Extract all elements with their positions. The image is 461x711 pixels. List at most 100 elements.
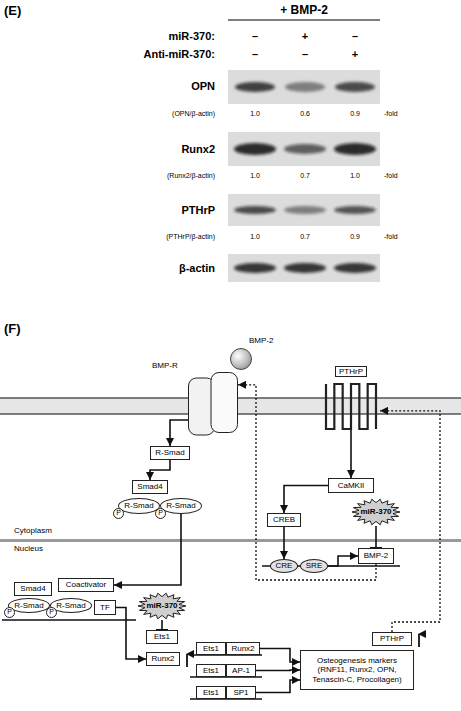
node-text: PTHrP <box>380 634 404 643</box>
process-box: Smad4 <box>132 480 168 494</box>
region-label: Nucleus <box>14 545 43 554</box>
protein-label: PTHrP <box>181 204 215 216</box>
receptor-symbol: PTHrP <box>322 366 380 430</box>
unit: -fold <box>384 172 398 180</box>
sign: – <box>302 48 308 60</box>
sign: + <box>352 48 358 60</box>
blot-actin <box>228 254 380 282</box>
ratio-label: (OPN/β-actin) <box>172 110 215 118</box>
node-text: Runx2 <box>151 654 174 663</box>
arrow-connector <box>256 680 300 693</box>
node-text: R-Smad <box>155 448 184 457</box>
node-text: CaMKII <box>338 481 365 490</box>
node-text: Smad4 <box>137 482 162 491</box>
node-text: Ets1 <box>203 666 219 675</box>
arrow-connector <box>350 430 352 478</box>
node-text: P <box>7 608 12 616</box>
receptor-symbol: BMP-R <box>188 372 238 436</box>
node-text: CRE <box>276 561 293 570</box>
treatment-bar <box>228 19 380 20</box>
node-text: Ets1 <box>203 688 219 697</box>
ratio-value: 0.6 <box>300 110 310 118</box>
ratio-value: 1.0 <box>250 233 260 241</box>
ratio-value: 0.9 <box>350 233 360 241</box>
node-text: Runx2 <box>231 644 254 653</box>
sign: – <box>252 48 258 60</box>
process-box: CREB <box>267 513 301 527</box>
node-text: P <box>49 608 54 616</box>
feedback-connector <box>380 411 440 632</box>
arrow-connector <box>328 556 358 566</box>
protein-oval: R-Smad <box>118 498 160 514</box>
node-text: SRE <box>306 561 322 570</box>
node-text: R-Smad <box>166 501 195 510</box>
inhibition-connector <box>375 526 377 548</box>
ratio-value: 1.0 <box>250 110 260 118</box>
ratio-value: 0.7 <box>300 172 310 180</box>
process-box: Ets1 <box>196 686 226 699</box>
node-text: Osteogenesis markers (RNF11, Runx2, OPN,… <box>301 654 413 686</box>
mirna-starburst: miR-370 <box>351 498 401 526</box>
sign: – <box>252 30 258 42</box>
process-box: SP1 <box>226 686 256 699</box>
node-text: Ets1 <box>154 632 170 641</box>
arrow-connector <box>283 527 285 559</box>
promoter-oval: CRE <box>270 559 298 573</box>
process-box: Coactivator <box>58 578 114 592</box>
nuclear-envelope <box>0 539 461 542</box>
node-text: TF <box>100 603 110 612</box>
protein-label: OPN <box>191 80 215 92</box>
process-box: PTHrP <box>372 632 412 646</box>
ratio-value: 0.9 <box>350 110 360 118</box>
ratio-label: (Runx2/β-actin) <box>167 172 215 180</box>
ligand-circle: BMP-2 <box>230 348 252 370</box>
node-text: R-Smad <box>56 601 85 610</box>
process-box: CaMKII <box>328 478 374 493</box>
feedback-connector <box>238 385 376 580</box>
node-text: miR-370 <box>360 507 391 516</box>
blot-opn <box>228 70 380 104</box>
ratio-value: 0.7 <box>300 233 310 241</box>
phospho-circle: P <box>155 508 166 519</box>
up-arrow <box>186 654 188 667</box>
arrow-connector <box>260 649 300 663</box>
process-box: Ets1 <box>146 630 178 644</box>
receptor-cylinders <box>188 372 238 436</box>
sign: + <box>302 30 308 42</box>
treatment-label: miR-370: <box>169 30 215 42</box>
treatment-label: + BMP-2 <box>280 4 328 17</box>
blot-pthrp <box>228 194 380 226</box>
protein-label: β-actin <box>179 262 215 274</box>
node-text: BMP-2 <box>364 551 388 560</box>
arrow-connector <box>116 608 146 660</box>
process-box: BMP-2 <box>358 548 394 564</box>
node-text: miR-370 <box>146 601 177 610</box>
node-text: AP-1 <box>232 666 250 675</box>
ratio-value: 1.0 <box>350 172 360 180</box>
arrow-connector <box>114 514 181 585</box>
process-box: Runx2 <box>146 652 180 666</box>
arrow-connector <box>170 420 188 446</box>
panel-letter: (E) <box>4 4 21 18</box>
process-box: AP-1 <box>226 664 256 677</box>
node-text: CREB <box>273 515 295 524</box>
node-text: BMP-2 <box>249 336 273 345</box>
mirna-starburst: miR-370 <box>137 592 187 620</box>
process-box: Smad4 <box>14 582 52 596</box>
process-box: R-Smad <box>150 446 190 460</box>
node-text: PTHrP <box>335 366 367 377</box>
up-arrow <box>418 634 420 647</box>
treatment-label: Anti-miR-370: <box>143 48 215 60</box>
region-label: Cytoplasm <box>14 527 52 536</box>
node-text: Ets1 <box>203 644 219 653</box>
ratio-value: 1.0 <box>250 172 260 180</box>
inhibition-connector <box>161 620 163 630</box>
ratio-label: (PTHrP/β-actin) <box>166 233 215 241</box>
node-text: R-Smad <box>124 501 153 510</box>
phospho-circle: P <box>113 508 124 519</box>
process-box: Ets1 <box>196 642 226 655</box>
process-box: Ets1 <box>196 664 226 677</box>
node-text: R-Smad <box>14 601 43 610</box>
arrow-connector <box>150 460 170 480</box>
panel-letter: (F) <box>4 322 21 336</box>
